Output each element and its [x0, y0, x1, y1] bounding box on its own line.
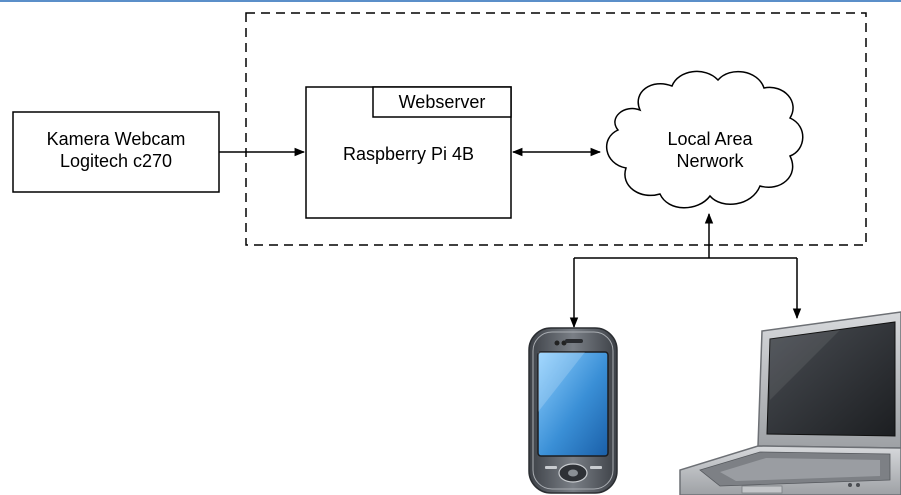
- lan-label-line1: Local Area: [667, 129, 753, 149]
- lan-label: Local Area Nerwork: [640, 128, 780, 172]
- camera-label-line2: Logitech c270: [59, 151, 173, 171]
- camera-label: Kamera Webcam Logitech c270: [13, 128, 219, 172]
- webserver-label: Webserver: [398, 92, 486, 112]
- laptop-icon: [679, 311, 901, 495]
- lan-cloud: [605, 70, 804, 209]
- webserver-tab: [372, 86, 512, 118]
- system-boundary: [245, 12, 867, 246]
- camera-label-line1: Kamera Webcam: [46, 129, 186, 149]
- smartphone-icon: [528, 327, 618, 494]
- lan-label-line2: Nerwork: [676, 151, 744, 171]
- raspberry-label: Raspberry Pi 4B: [342, 144, 475, 164]
